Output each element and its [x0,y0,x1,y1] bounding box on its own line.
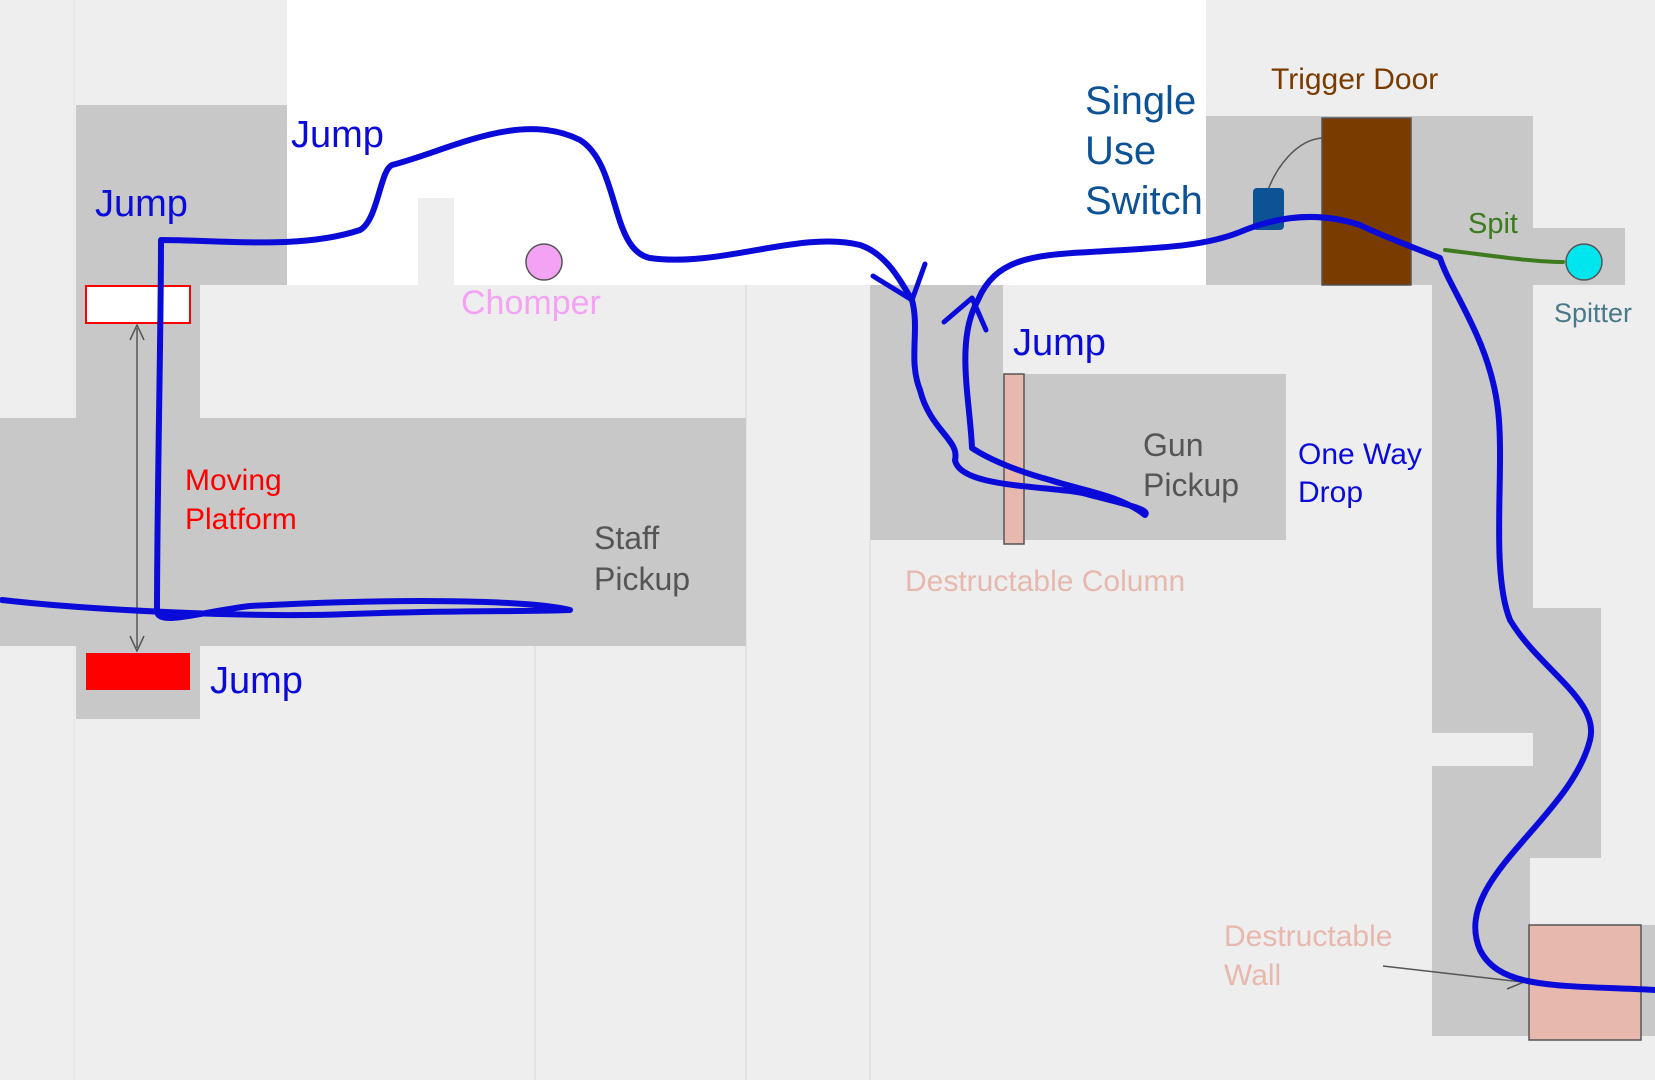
spitter-enemy [1565,243,1603,281]
destructable-wall-label-line1: Destructable [1224,920,1393,953]
gun-pickup-label-line1: Gun [1143,427,1204,463]
jump-label: Jump [291,114,384,156]
destructable-column-label: Destructable Column [905,565,1186,598]
staff-pickup-label-line2: Pickup [594,561,691,597]
moving-platform [86,653,190,690]
route-arrow-up [941,295,989,333]
moving-platform-label-line2: Platform [185,503,297,536]
destructable-column [1003,373,1025,545]
corridor [76,105,287,285]
moving-platform-top [85,285,191,324]
gun-pickup-label-line2: Pickup [1143,467,1240,503]
spit-label: Spit [1468,208,1518,240]
arrow-head-down [129,635,145,653]
corridor [1432,285,1533,733]
wall-pointer [1382,965,1523,983]
route-arrow-down [870,261,928,303]
player-route [0,126,1655,993]
trigger-door-label: Trigger Door [1271,63,1439,96]
floor-region [418,198,454,286]
chomper-enemy [525,243,563,281]
jump-label: Jump [1013,322,1106,364]
arrow-head-up [129,323,145,341]
spitter-label: Spitter [1554,298,1633,328]
jump-label: Jump [95,183,188,225]
chomper-label: Chomper [461,284,601,322]
single-use-switch-label-line1: Single [1085,79,1197,123]
staff-pickup-label-line1: Staff [594,520,660,556]
switch-wire [1267,137,1323,191]
spit-projectile [1443,248,1565,264]
single-use-switch-label-line3: Switch [1085,179,1203,223]
moving-platform-label-line1: Moving [185,464,282,497]
corridor [870,285,1003,540]
one-way-drop-label-line2: Drop [1298,476,1364,509]
one-way-drop-label-line1: One Way [1298,438,1422,471]
trigger-door [1321,117,1412,286]
single-use-switch-label-line2: Use [1085,129,1157,173]
jump-label: Jump [210,660,303,702]
destructable-wall-label-line2: Wall [1224,959,1282,992]
